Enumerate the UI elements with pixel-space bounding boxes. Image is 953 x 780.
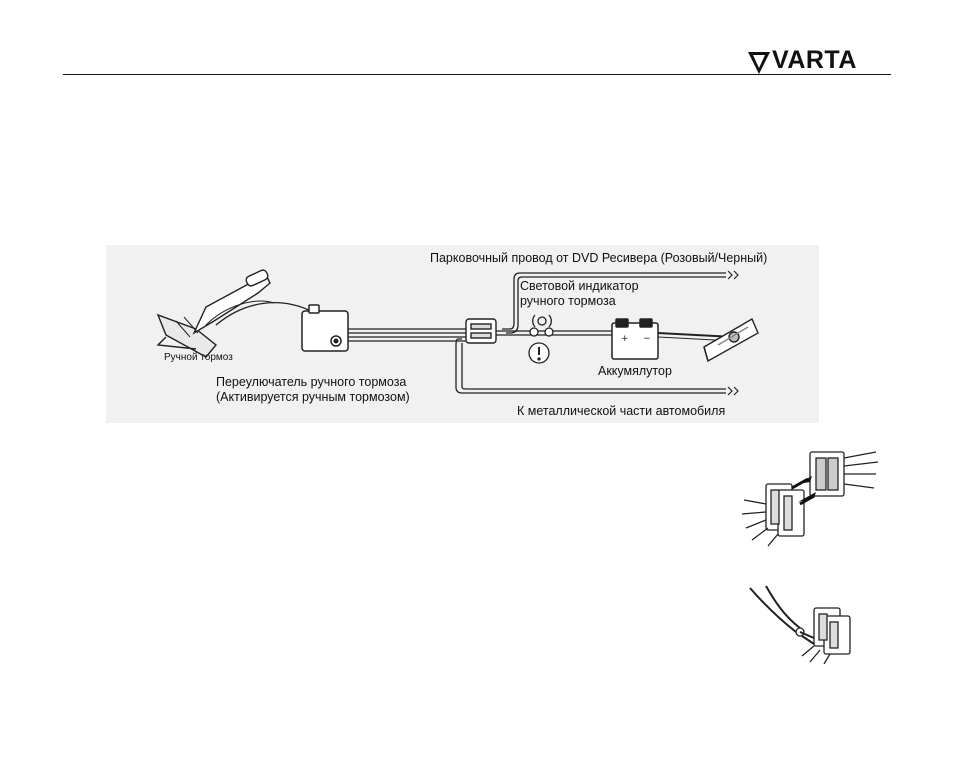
svg-text:+: +	[621, 334, 629, 344]
handbrake-lever-icon	[158, 269, 274, 357]
battery-icon: + −	[612, 319, 658, 359]
varta-logo-text: VARTA	[772, 46, 857, 75]
indicator-label: Световой индикатор ручного тормоза	[520, 279, 639, 309]
svg-text:−: −	[643, 334, 651, 344]
handbrake-switch-icon	[302, 305, 348, 351]
harness-connector-icon	[466, 319, 496, 343]
pliers-icon	[744, 584, 856, 664]
handbrake-label: Ручной тормоз	[164, 350, 233, 365]
ground-label: К металлической части автомобиля	[517, 404, 725, 419]
parking-wire-label: Парковочный провод от DVD Ресивера (Розо…	[430, 251, 767, 266]
diagram-graphics: + −	[106, 245, 819, 423]
connector-plug-icon	[738, 444, 880, 548]
header-divider	[63, 74, 891, 75]
indicator-lamp-icon	[529, 315, 553, 363]
switch-label: Переулючатель ручного тормоза (Активируе…	[216, 375, 410, 405]
battery-label: Аккумялутор	[598, 364, 672, 379]
handbrake-wiring-diagram: + − Парковочный провод от DVD Ресивера (…	[106, 245, 819, 423]
